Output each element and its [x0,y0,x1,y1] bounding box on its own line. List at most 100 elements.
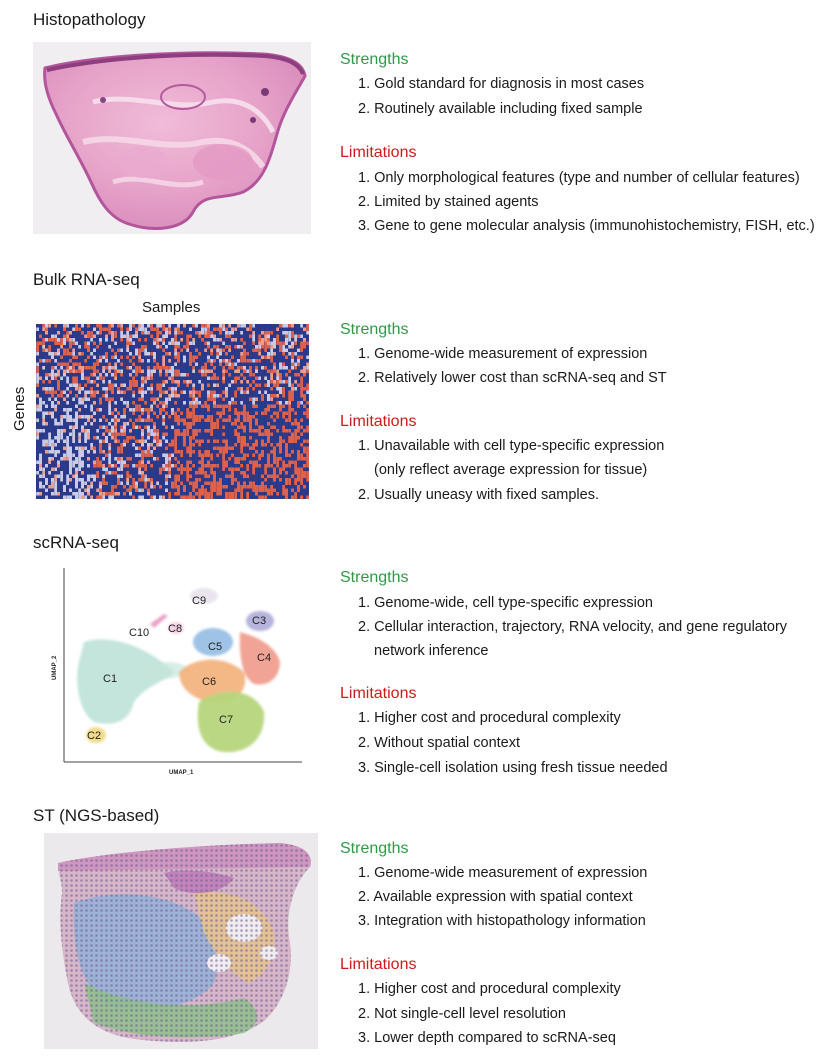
heatmap-cell [156,481,159,485]
heatmap-cell [69,457,72,461]
heatmap-cell [207,464,210,468]
heatmap-cell [45,376,48,380]
heatmap-cell [138,478,141,482]
heatmap-cell [222,327,225,331]
heatmap-cell [219,327,222,331]
heatmap-cell [57,373,60,377]
strength-item: 2. Routinely available including fixed s… [358,101,643,117]
heatmap-cell [153,485,156,489]
heatmap-cell [75,341,78,345]
heatmap-cell [255,397,258,401]
heatmap-cell [207,376,210,380]
heatmap-cell [165,464,168,468]
heatmap-cell [108,408,111,412]
heatmap-cell [216,411,219,415]
heatmap-cell [75,478,78,482]
heatmap-cell [207,355,210,359]
heatmap-cell [225,359,228,363]
heatmap-column-line [258,324,259,499]
heatmap-cell [84,390,87,394]
heatmap-cell [270,464,273,468]
heatmap-cell [66,362,69,366]
heatmap-cell [198,467,201,471]
heatmap-cell [198,439,201,443]
heatmap-cell [48,390,51,394]
heatmap-cell [126,471,129,475]
strength-item: 1. Genome-wide measurement of expression [358,865,648,881]
heatmap-column-line [240,324,241,499]
heatmap-cell [87,457,90,461]
heatmap-cell [300,478,303,482]
heatmap-cell [159,373,162,377]
heatmap-cell [96,471,99,475]
heatmap-cell [258,432,261,436]
heatmap-column-line [174,324,175,499]
heatmap-cell [69,345,72,349]
heatmap-cell [63,373,66,377]
heatmap-cell [216,404,219,408]
heatmap-cell [141,478,144,482]
heatmap-cell [192,432,195,436]
heatmap-cell [267,436,270,440]
heatmap-cell [108,387,111,391]
heatmap-cell [174,415,177,419]
heatmap-cell [144,474,147,478]
heatmap-cell [102,464,105,468]
heatmap-cell [141,390,144,394]
heatmap-cell [189,481,192,485]
heatmap-cell [105,327,108,331]
heatmap-cell [144,467,147,471]
heatmap-cell [147,418,150,422]
heatmap-cell [153,429,156,433]
heatmap-cell [291,341,294,345]
heatmap-cell [201,324,204,328]
heatmap-cell [165,432,168,436]
heatmap-cell [204,327,207,331]
heatmap-cell [69,425,72,429]
heatmap-cell [216,394,219,398]
heatmap-cell [147,387,150,391]
heatmap-cell [81,481,84,485]
heatmap-cell [225,492,228,496]
heatmap-cell [186,474,189,478]
heatmap-cell [120,425,123,429]
heatmap-cell [201,439,204,443]
heatmap-cell [138,327,141,331]
heatmap-cell [234,467,237,471]
heatmap-cell [159,394,162,398]
heatmap-cell [270,485,273,489]
heatmap-cell [225,485,228,489]
heatmap-cell [258,495,261,499]
heatmap-cell [252,429,255,433]
heatmap-cell [300,432,303,436]
heatmap-cell [183,429,186,433]
heatmap-cell [234,345,237,349]
heatmap-cell [45,390,48,394]
limitation-item: 1. Only morphological features (type and… [358,170,800,186]
heatmap-cell [51,439,54,443]
heatmap-cell [48,387,51,391]
heatmap-cell [75,467,78,471]
heatmap-cell [240,355,243,359]
heatmap-cell [144,408,147,412]
heatmap-cell [255,411,258,415]
heatmap-cell [66,474,69,478]
heatmap-cell [252,373,255,377]
heatmap-cell [246,369,249,373]
heatmap-cell [258,383,261,387]
heatmap-cell [297,457,300,461]
heatmap-cell [183,495,186,499]
heatmap-cell [273,460,276,464]
heatmap-cell [81,373,84,377]
heatmap-cell [117,348,120,352]
heatmap-cell [156,341,159,345]
heatmap-cell [150,408,153,412]
heatmap-cell [63,495,66,499]
heatmap-cell [57,439,60,443]
heatmap-cell [288,334,291,338]
heatmap-cell [267,457,270,461]
heatmap-cell [246,390,249,394]
heatmap-cell [42,327,45,331]
heatmap-cell [117,478,120,482]
heatmap-cell [168,327,171,331]
